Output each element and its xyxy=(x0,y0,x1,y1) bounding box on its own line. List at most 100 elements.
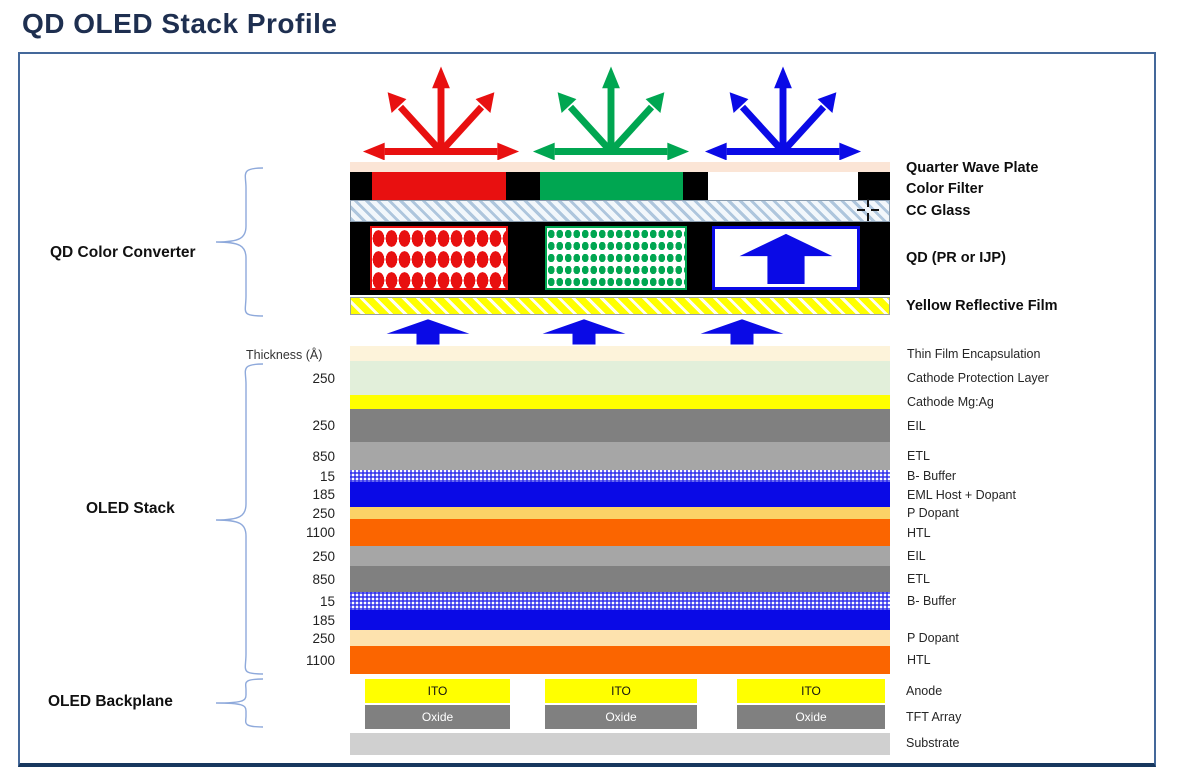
stack-layer-row: Thin Film Encapsulation xyxy=(232,346,1172,361)
qd-green-dots-box xyxy=(545,226,687,290)
layer-thickness: 1100 xyxy=(305,525,335,540)
layer-label: P Dopant xyxy=(907,631,959,645)
layer-label: HTL xyxy=(907,525,931,540)
stack-layer-row: 15 B- Buffer xyxy=(232,468,1172,484)
layer-bar xyxy=(350,646,890,674)
green-emission-arrows-icon xyxy=(532,66,690,160)
blue-emission-arrows-icon xyxy=(704,66,862,160)
up-arrow-icon xyxy=(386,319,470,345)
layer-label: P Dopant xyxy=(907,506,959,520)
label-tft-array: TFT Array xyxy=(906,710,962,724)
layer-label: HTL xyxy=(907,653,931,667)
tft-row: Oxide Oxide Oxide xyxy=(350,705,890,729)
red-emission-arrows-icon xyxy=(362,66,520,160)
layer-thickness: 185 xyxy=(312,487,335,502)
qd-red-dots-box xyxy=(370,226,508,290)
layer-bar xyxy=(350,482,890,507)
layer-thickness: 15 xyxy=(319,593,335,609)
cf-black-matrix xyxy=(506,172,540,200)
ito-block: ITO xyxy=(365,679,510,703)
oxide-block: Oxide xyxy=(365,705,510,729)
layer-label: Thin Film Encapsulation xyxy=(907,346,1041,361)
layer-label: EML Host + Dopant xyxy=(907,487,1016,502)
cf-red-segment xyxy=(372,172,506,200)
substrate-layer xyxy=(350,733,890,755)
label-substrate: Substrate xyxy=(906,736,960,750)
stack-layer-row: 250 EIL xyxy=(232,409,1172,442)
stack-layer-row: 250 P Dopant xyxy=(232,630,1172,646)
layer-bar xyxy=(350,546,890,566)
ito-block: ITO xyxy=(545,679,697,703)
layer-bar xyxy=(350,361,890,395)
layer-label: B- Buffer xyxy=(907,469,957,483)
blue-up-arrow-icon xyxy=(739,233,833,284)
stack-layer-row: 250 EIL xyxy=(232,546,1172,566)
layer-thickness: 250 xyxy=(312,418,335,433)
layer-bar xyxy=(350,592,890,610)
layer-bar xyxy=(350,442,890,470)
layer-thickness xyxy=(232,346,350,361)
layer-bar xyxy=(350,566,890,592)
layer-bar xyxy=(350,346,890,361)
label-yellow-reflective-film: Yellow Reflective Film xyxy=(906,298,1058,314)
stack-layer-row: 1100 HTL xyxy=(232,646,1172,674)
qd-color-converter-label: QD Color Converter xyxy=(50,244,196,261)
ito-block: ITO xyxy=(737,679,885,703)
cf-black-matrix xyxy=(350,172,372,200)
oled-backplane-label: OLED Backplane xyxy=(48,693,173,710)
page-title: QD OLED Stack Profile xyxy=(22,8,338,39)
layer-thickness: 1100 xyxy=(305,652,335,668)
layer-bar xyxy=(350,395,890,409)
oxide-block: Oxide xyxy=(737,705,885,729)
layer-thickness: 250 xyxy=(312,505,335,521)
stack-layer-row: 185 EML Host + Dopant xyxy=(232,482,1172,507)
layer-label xyxy=(890,610,907,630)
layer-label: B- Buffer xyxy=(907,594,957,608)
layer-bar xyxy=(350,470,890,482)
cf-green-segment xyxy=(540,172,683,200)
layer-thickness: 15 xyxy=(319,468,335,484)
anode-row: ITO ITO ITO xyxy=(350,679,890,703)
cf-black-matrix xyxy=(858,172,890,200)
layer-label: Cathode Mg:Ag xyxy=(907,395,994,409)
layer-bar xyxy=(350,630,890,646)
layer-label: EIL xyxy=(907,549,926,563)
up-arrow-icon xyxy=(542,319,626,345)
label-anode: Anode xyxy=(906,684,943,698)
qd-blue-passthrough-box xyxy=(712,226,860,290)
stack-layer-row: 1100 HTL xyxy=(232,519,1172,546)
stack-layer-row: Cathode Mg:Ag xyxy=(232,395,1172,409)
label-qd: QD (PR or IJP) xyxy=(906,250,1006,266)
backplane-brace xyxy=(215,678,264,728)
label-color-filter: Color Filter xyxy=(906,181,984,197)
crosshair-cursor-icon xyxy=(857,199,879,221)
label-cc-glass: CC Glass xyxy=(906,203,971,219)
layer-bar xyxy=(350,507,890,519)
converter-brace xyxy=(215,167,264,317)
stack-layer-row: 185 xyxy=(232,610,1172,630)
yellow-reflective-film-layer xyxy=(350,297,890,315)
cc-glass-layer xyxy=(350,200,890,222)
layer-label: EIL xyxy=(907,418,926,433)
layer-thickness: 250 xyxy=(312,630,335,646)
qd-layer xyxy=(350,222,890,295)
layer-bar xyxy=(350,610,890,630)
cf-black-matrix xyxy=(683,172,708,200)
layer-thickness: 850 xyxy=(312,571,335,587)
layer-label: ETL xyxy=(907,572,930,586)
layer-thickness: 250 xyxy=(312,548,335,564)
layer-bar xyxy=(350,519,890,546)
oxide-block: Oxide xyxy=(545,705,697,729)
oled-stack-label: OLED Stack xyxy=(86,500,175,517)
stack-layer-row: 250 P Dopant xyxy=(232,505,1172,521)
layer-label: ETL xyxy=(907,449,930,463)
thickness-header: Thickness (Å) xyxy=(246,348,323,362)
layer-thickness: 185 xyxy=(312,612,335,628)
stack-layer-row: 15 B- Buffer xyxy=(232,592,1172,610)
up-arrow-icon xyxy=(700,319,784,345)
stack-layer-row: 850 ETL xyxy=(232,566,1172,592)
layer-thickness: 250 xyxy=(312,370,335,386)
